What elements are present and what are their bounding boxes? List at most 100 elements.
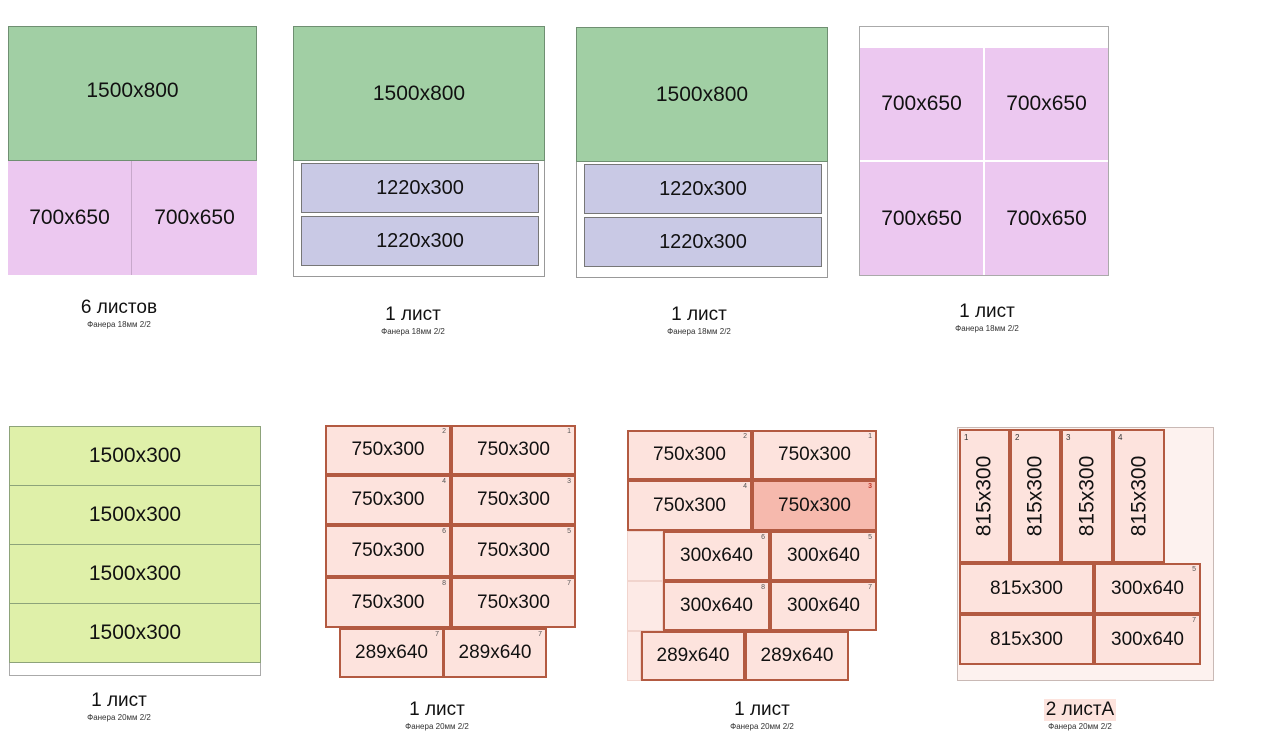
piece-number: 2 <box>1015 433 1020 442</box>
panel-piece: 750x300 8 <box>325 577 451 628</box>
sheet-layout-3: 1500x800 1220x300 1220x300 <box>576 27 828 278</box>
piece-label: 815x300 <box>990 577 1063 599</box>
piece-number: 4 <box>442 478 446 485</box>
piece-label: 300x640 <box>1111 628 1184 650</box>
panel-piece: 815x300 3 <box>1061 429 1113 563</box>
panel-piece: 750x300 4 <box>325 475 451 525</box>
piece-label: 815x300 <box>1023 455 1047 537</box>
material-label: Фанера 20мм 2/2 <box>730 722 794 731</box>
sheet-caption: 1 лист Фанера 20мм 2/2 <box>370 699 504 731</box>
piece-label: 815x300 <box>1127 455 1151 537</box>
piece-label: 750x300 <box>351 540 425 561</box>
panel-piece: 750x300 2 <box>325 425 451 475</box>
piece-label: 289x640 <box>760 645 834 666</box>
sheet-quantity: 1 лист <box>959 301 1015 322</box>
panel-piece: 750x300 6 <box>325 525 451 577</box>
sheet-caption: 1 лист Фанера 18мм 2/2 <box>632 304 766 336</box>
material-label: Фанера 20мм 2/2 <box>87 713 151 722</box>
panel-piece: 700x650 <box>985 48 1108 160</box>
panel-piece: 815x300 4 <box>1113 429 1165 563</box>
piece-label: 750x300 <box>653 494 726 516</box>
material-label: Фанера 18мм 2/2 <box>87 320 151 329</box>
panel-piece: 1220x300 <box>301 216 539 266</box>
sheet-quantity: 1 лист <box>385 304 441 325</box>
piece-number: 3 <box>868 483 872 490</box>
piece-label: 815x300 <box>1075 455 1099 537</box>
piece-label: 750x300 <box>351 489 425 510</box>
panel-piece: 1500x800 <box>293 26 545 161</box>
sheet-caption: 1 лист Фанера 20мм 2/2 <box>52 690 186 722</box>
piece-label: 300x640 <box>680 595 753 616</box>
sheet-quantity: 6 листов <box>80 297 158 318</box>
panel-piece: 300x640 7 <box>1094 614 1201 665</box>
panel-piece: 289x640 <box>745 631 849 681</box>
sheet-caption: 1 лист Фанера 18мм 2/2 <box>920 301 1054 333</box>
piece-number: 6 <box>442 528 446 535</box>
offcut-area <box>627 631 641 681</box>
panel-piece: 700x650 <box>860 162 983 275</box>
piece-label: 750x300 <box>477 591 550 613</box>
piece-number: 5 <box>567 528 571 535</box>
material-label: Фанера 20мм 2/2 <box>1048 722 1112 731</box>
piece-number: 4 <box>743 483 747 490</box>
piece-number: 3 <box>1066 433 1071 442</box>
piece-label: 300x640 <box>787 595 860 616</box>
piece-number: 1 <box>868 433 872 440</box>
sheet-layout-4: 700x650 700x650 700x650 700x650 <box>859 26 1109 276</box>
offcut-area <box>627 531 663 581</box>
panel-piece: 1500x300 <box>9 485 261 545</box>
sheet-layout-5: 1500x300 1500x300 1500x300 1500x300 <box>9 426 261 676</box>
panel-piece: 700x650 <box>860 48 983 160</box>
panel-piece: 300x640 8 <box>663 581 770 631</box>
piece-label: 750x300 <box>351 591 425 613</box>
piece-label: 750x300 <box>351 439 425 460</box>
material-label: Фанера 18мм 2/2 <box>955 324 1019 333</box>
piece-label: 750x300 <box>477 439 550 460</box>
sheet-layout-2: 1500x800 1220x300 1220x300 <box>293 26 545 277</box>
piece-label: 750x300 <box>778 494 851 516</box>
sheet-caption: 6 листов Фанера 18мм 2/2 <box>52 297 186 329</box>
piece-number: 5 <box>868 534 872 541</box>
piece-number: 5 <box>1192 566 1196 573</box>
piece-label: 289x640 <box>355 642 428 663</box>
piece-number: 4 <box>1118 433 1123 442</box>
sheet-caption: 2 листА Фанера 20мм 2/2 <box>1013 699 1147 731</box>
panel-piece: 815x300 <box>959 614 1094 665</box>
panel-piece: 815x300 <box>959 563 1094 614</box>
sheet-quantity: 1 лист <box>671 304 727 325</box>
piece-number: 2 <box>442 428 446 435</box>
piece-number: 2 <box>743 433 747 440</box>
panel-piece: 750x300 1 <box>752 430 877 480</box>
piece-number: 8 <box>761 584 765 591</box>
sheet-quantity: 1 лист <box>91 690 147 711</box>
panel-piece: 1500x300 <box>9 603 261 663</box>
piece-label: 300x640 <box>1111 577 1184 599</box>
piece-number: 3 <box>567 478 571 485</box>
material-label: Фанера 20мм 2/2 <box>405 722 469 731</box>
material-label: Фанера 18мм 2/2 <box>381 327 445 336</box>
piece-number: 8 <box>442 580 446 587</box>
sheet-quantity: 1 лист <box>734 699 790 720</box>
piece-number: 7 <box>1192 617 1196 624</box>
piece-label: 300x640 <box>680 545 753 566</box>
panel-piece: 750x300 3 <box>451 475 576 525</box>
piece-label: 750x300 <box>477 489 550 510</box>
piece-number: 7 <box>567 580 571 587</box>
piece-label: 815x300 <box>972 455 996 537</box>
piece-number: 7 <box>538 631 542 638</box>
piece-label: 815x300 <box>990 628 1063 650</box>
sheet-quantity: 2 листА <box>1043 699 1117 721</box>
panel-piece: 1220x300 <box>584 217 822 267</box>
sheet-caption: 1 лист Фанера 20мм 2/2 <box>695 699 829 731</box>
panel-piece: 300x640 7 <box>770 581 877 631</box>
piece-label: 750x300 <box>778 444 851 465</box>
panel-piece: 700x650 <box>8 161 132 275</box>
piece-number: 7 <box>868 584 872 591</box>
sheet-layout-1: 1500x800 700x650 700x650 <box>8 26 257 275</box>
